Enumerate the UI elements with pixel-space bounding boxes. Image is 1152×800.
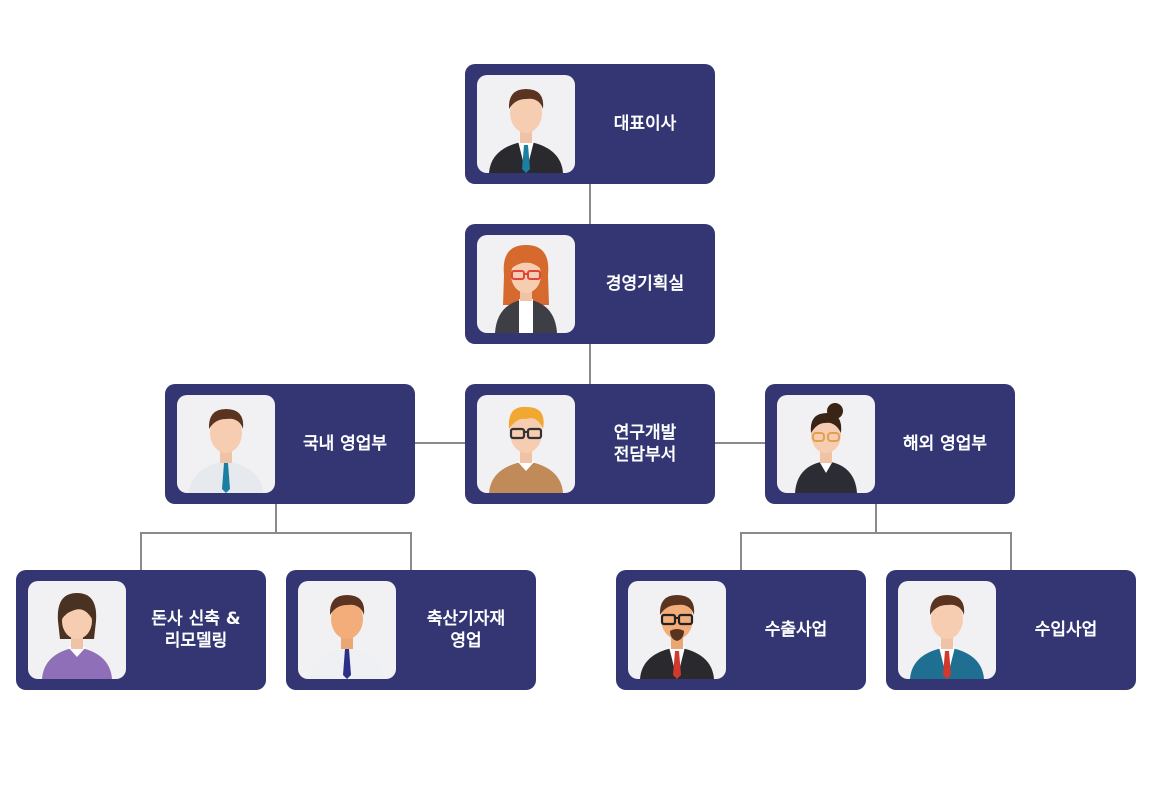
node-import-label: 수입사업 (1034, 620, 1098, 640)
node-overseas: 해외 영업부 (765, 384, 1015, 504)
salesman-icon (310, 595, 384, 679)
node-equipment: 축산기자재 영업 (286, 570, 536, 690)
bearded-man-icon (640, 595, 714, 679)
businessman-icon (489, 89, 563, 173)
node-ceo: 대표이사 (465, 64, 715, 184)
node-ceo-label: 대표이사 (613, 114, 677, 134)
node-export: 수출사업 (616, 570, 866, 690)
node-equipment-label: 축산기자재 영업 (426, 609, 506, 651)
avatar-construction (28, 581, 126, 679)
avatar-equipment (298, 581, 396, 679)
node-import: 수입사업 (886, 570, 1136, 690)
businesswoman-bun-icon (795, 403, 857, 493)
node-planning-label: 경영기획실 (605, 274, 685, 294)
avatar-ceo (477, 75, 575, 173)
node-domestic-label: 국내 영업부 (302, 434, 388, 454)
avatar-import (898, 581, 996, 679)
node-export-label: 수출사업 (764, 620, 828, 640)
avatar-planning (477, 235, 575, 333)
node-planning: 경영기획실 (465, 224, 715, 344)
node-rnd-label: 연구개발 전담부서 (613, 423, 677, 465)
node-rnd: 연구개발 전담부서 (465, 384, 715, 504)
avatar-overseas (777, 395, 875, 493)
node-construction-label: 돈사 신축 & 리모델링 (151, 609, 241, 651)
employee-icon (189, 409, 263, 493)
avatar-export (628, 581, 726, 679)
avatar-rnd (477, 395, 575, 493)
businessman-blue-suit-icon (910, 595, 984, 679)
businesswoman-glasses-icon (495, 245, 557, 333)
woman-icon (42, 593, 112, 679)
node-domestic: 국내 영업부 (165, 384, 415, 504)
avatar-domestic (177, 395, 275, 493)
node-overseas-label: 해외 영업부 (902, 434, 988, 454)
researcher-glasses-icon (489, 406, 563, 493)
node-construction: 돈사 신축 & 리모델링 (16, 570, 266, 690)
